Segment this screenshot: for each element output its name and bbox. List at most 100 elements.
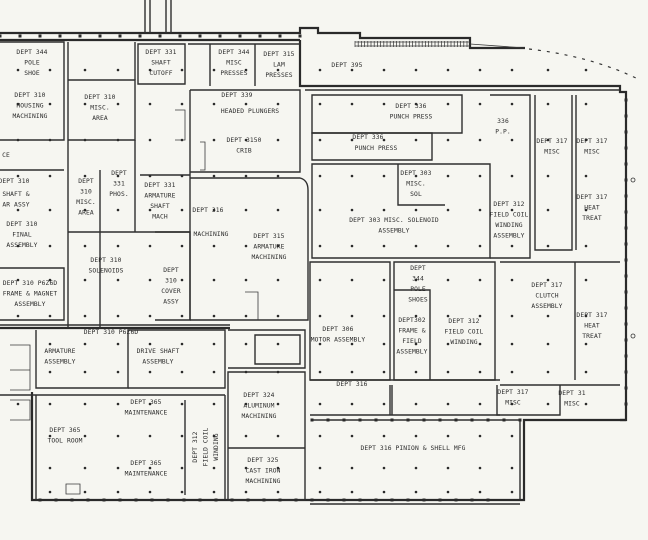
column-dot <box>244 466 248 470</box>
dept-label-line: CAST IRON <box>245 468 280 475</box>
dept-label: DEPT 316 PINION & SHELL MFG <box>360 445 465 452</box>
dept-label-line: MISC. <box>406 181 425 188</box>
column-dot <box>244 174 248 178</box>
rail-arc <box>519 47 641 81</box>
column-dot <box>382 434 386 438</box>
dept-label-line: DEPT 3150 <box>226 137 261 144</box>
dept-label: DEPT 339 <box>221 92 252 99</box>
wall-post <box>406 498 410 502</box>
column-dot <box>180 138 184 142</box>
wall-post <box>86 498 90 502</box>
column-dot <box>16 314 20 318</box>
wall-post <box>422 498 426 502</box>
column-dot <box>116 490 120 494</box>
dept-label-line: DEPT 316 <box>192 207 223 214</box>
column-dot <box>116 370 120 374</box>
column-dot <box>546 138 550 142</box>
column-dot <box>446 68 450 72</box>
wall-post <box>624 210 628 214</box>
dept-label-line: DEPT 303 <box>400 170 431 177</box>
column-dot <box>212 434 216 438</box>
dept-label-line: DEPT 336 <box>395 103 426 110</box>
column-dot <box>83 370 87 374</box>
column-dot <box>83 314 87 318</box>
column-dot <box>244 370 248 374</box>
column-dot <box>16 402 20 406</box>
column-dot <box>414 102 418 106</box>
dept-label-line: MISC <box>544 149 560 156</box>
dept-label-line: CRIB <box>236 148 252 155</box>
column-dot <box>244 68 248 72</box>
column-dot <box>148 208 152 212</box>
column-dot <box>48 434 52 438</box>
dept-label-line: DEPT 310 P6Z6D <box>84 329 139 336</box>
column-dot <box>148 244 152 248</box>
dept-label-line: DEPT 316 PINION & SHELL MFG <box>360 445 465 452</box>
wall-post <box>262 498 266 502</box>
column-dot <box>414 244 418 248</box>
column-dot <box>148 102 152 106</box>
column-dot <box>478 68 482 72</box>
dept-label-line: ASSEMBLY <box>531 303 562 310</box>
column-dot <box>276 314 280 318</box>
building-walls <box>0 0 628 505</box>
column-dot <box>276 434 280 438</box>
column-dot <box>546 278 550 282</box>
wall-post <box>624 258 628 262</box>
dept-label-line: HEADED PLUNGERS <box>221 108 279 115</box>
column-dot <box>478 138 482 142</box>
dept-label-line: 310 <box>165 278 177 285</box>
column-dot <box>212 342 216 346</box>
column-dot <box>16 138 20 142</box>
dept-label-line: DEPT 310 <box>0 178 30 185</box>
column-dot <box>116 314 120 318</box>
column-dot <box>584 342 588 346</box>
column-dot <box>414 466 418 470</box>
dept-label-line: DEPT 310 <box>90 257 121 264</box>
dept-label-line: TREAT <box>582 215 602 222</box>
column-dot <box>446 278 450 282</box>
dept-label-line: HEAT <box>584 205 600 212</box>
column-dot <box>83 466 87 470</box>
wall-post <box>422 418 426 422</box>
column-dot <box>276 370 280 374</box>
column-dot <box>478 434 482 438</box>
wall-post <box>0 34 2 38</box>
column-dot <box>180 102 184 106</box>
column-dot <box>148 370 152 374</box>
wall-post <box>298 34 302 38</box>
column-dot <box>16 68 20 72</box>
column-dot <box>48 208 52 212</box>
dept-label-line: DEPT302 <box>398 317 425 324</box>
dept-label: PUNCH PRESS <box>355 145 398 152</box>
wall-post <box>198 34 202 38</box>
column-dot <box>276 68 280 72</box>
dept-label-line: ASSEMBLY <box>14 301 45 308</box>
column-dot <box>212 370 216 374</box>
dept-label-line: SHOES <box>408 297 428 304</box>
column-dot <box>546 370 550 374</box>
column-dot <box>546 342 550 346</box>
dept-label-line: DEPT 310 <box>14 92 45 99</box>
dept-label-line: ASSEMBLY <box>396 349 427 356</box>
dept-label-line: CLUTCH <box>535 293 558 300</box>
wall-post <box>470 418 474 422</box>
dept-label-line: DEPT 312 <box>493 201 524 208</box>
column-dot <box>48 138 52 142</box>
column-dot <box>148 278 152 282</box>
column-dot <box>510 138 514 142</box>
column-dot <box>350 370 354 374</box>
column-dot <box>276 466 280 470</box>
column-dot <box>350 102 354 106</box>
column-dot <box>83 138 87 142</box>
dept-label-line: FIELD COIL <box>490 212 529 219</box>
column-dot <box>16 102 20 106</box>
dept-label-line: ASSEMBLY <box>6 242 37 249</box>
